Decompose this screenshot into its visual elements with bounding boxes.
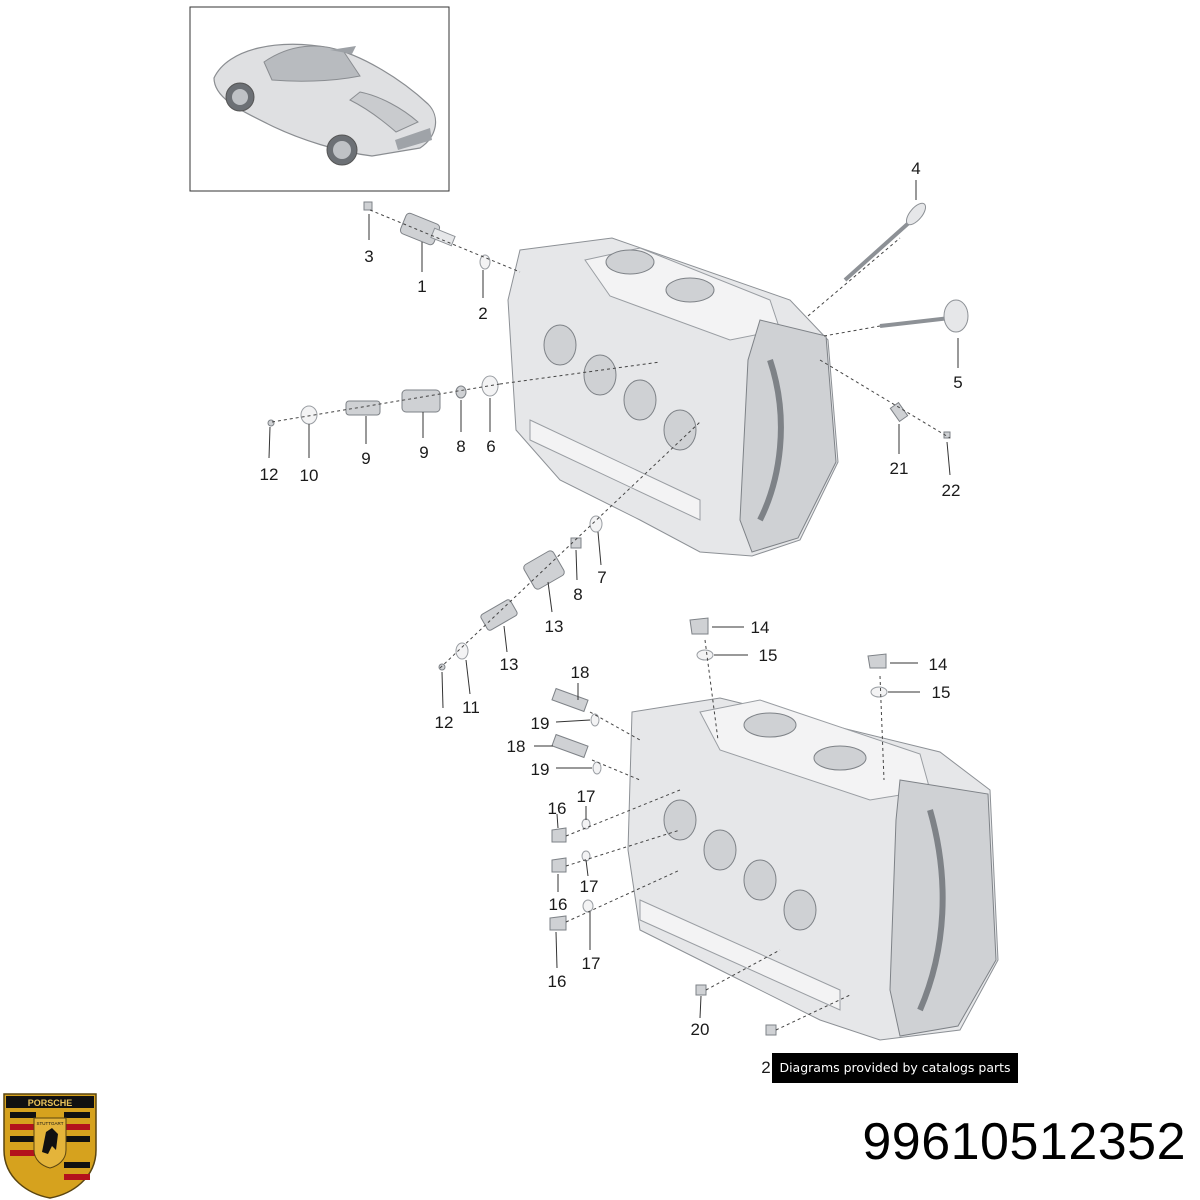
- callout-2: 2: [478, 304, 487, 323]
- part-5-valve: [879, 299, 969, 333]
- callout-21: 21: [890, 459, 909, 478]
- callout-12: 12: [260, 465, 279, 484]
- callout-12b: 12: [435, 713, 454, 732]
- part-22-clip: [943, 431, 951, 439]
- part-15-seal: [696, 649, 888, 698]
- diagram-credit-banner: Diagrams provided by catalogs parts: [772, 1053, 1018, 1083]
- part-17-seal: [581, 818, 594, 913]
- callout-14: 14: [751, 618, 770, 637]
- part-4-valve: [843, 202, 927, 282]
- callout-9: 9: [419, 443, 428, 462]
- callout-20: 20: [691, 1020, 710, 1039]
- callout-15: 15: [759, 646, 778, 665]
- callout-1: 1: [417, 277, 426, 296]
- cylinder-head-upper: [507, 237, 839, 557]
- callout-10: 10: [300, 466, 319, 485]
- car-illustration: [213, 43, 437, 166]
- callout-14b: 14: [929, 655, 948, 674]
- callout-16c: 16: [548, 972, 567, 991]
- part-19-seal: [590, 713, 602, 775]
- callout-labels: 3 1 2 4 5 21 22 6 8 9 9 10 12 7 8 13 13 …: [260, 159, 963, 1077]
- callout-13b: 13: [500, 655, 519, 674]
- callout-17c: 17: [582, 954, 601, 973]
- callout-8: 8: [456, 437, 465, 456]
- callout-13: 13: [545, 617, 564, 636]
- part-1-solenoid: [399, 212, 456, 247]
- porsche-crest-logo: PORSCHE STUTTGART: [3, 1093, 97, 1199]
- callout-2-partial: 2: [761, 1058, 770, 1077]
- svg-text:PORSCHE: PORSCHE: [28, 1098, 73, 1108]
- callout-16b: 16: [549, 895, 568, 914]
- callout-17: 17: [577, 787, 596, 806]
- callout-15b: 15: [932, 683, 951, 702]
- callout-18b: 18: [507, 737, 526, 756]
- callout-11: 11: [462, 698, 480, 717]
- part-21-sensor: [889, 401, 909, 423]
- callout-22: 22: [942, 481, 961, 500]
- callout-8b: 8: [573, 585, 582, 604]
- callout-9b: 9: [361, 449, 370, 468]
- callout-19: 19: [531, 714, 550, 733]
- vehicle-thumbnail: [189, 6, 450, 192]
- callout-3: 3: [364, 247, 373, 266]
- callout-17b: 17: [580, 877, 599, 896]
- callout-6: 6: [486, 437, 495, 456]
- callout-18: 18: [571, 663, 590, 682]
- callout-4: 4: [911, 159, 920, 178]
- part-number: 99610512352: [862, 1113, 1186, 1171]
- cylinder-head-lower: [627, 697, 999, 1041]
- callout-19b: 19: [531, 760, 550, 779]
- callout-7: 7: [597, 568, 606, 587]
- callout-16: 16: [548, 799, 567, 818]
- part-14-plug: [689, 617, 887, 669]
- valve-spring-group-upper: [267, 375, 499, 427]
- part-3-bolt: [363, 201, 373, 211]
- part-16-plug: [549, 827, 567, 931]
- part-2-seal: [479, 254, 491, 270]
- assembly-lines: [271, 209, 951, 1031]
- svg-text:STUTTGART: STUTTGART: [37, 1121, 64, 1126]
- leader-lines: [268, 180, 959, 1019]
- part-18-valve: [551, 687, 589, 759]
- callout-5: 5: [953, 373, 962, 392]
